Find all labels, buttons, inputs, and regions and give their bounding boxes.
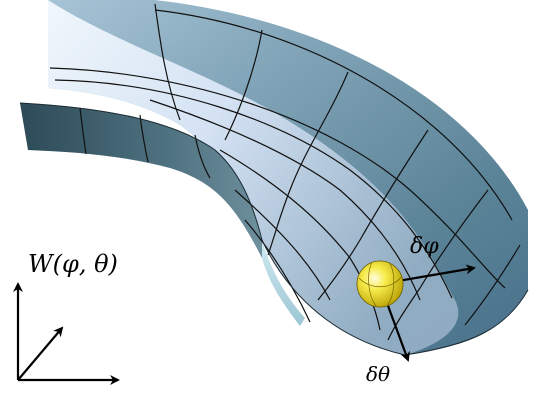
surface-outline: [19, 102, 529, 356]
trough-floor-surface: [48, 0, 459, 355]
depth-axis-arrow: [17, 326, 64, 381]
surface-grid: [49, 3, 521, 341]
inner-wall-lip: [262, 240, 305, 326]
delta-theta-label: δθ: [366, 362, 391, 386]
potential-label: W(φ, θ): [28, 250, 118, 278]
delta-phi-label: δφ: [410, 234, 439, 259]
axes-icon: [13, 282, 120, 385]
ball-icon: [356, 260, 404, 308]
